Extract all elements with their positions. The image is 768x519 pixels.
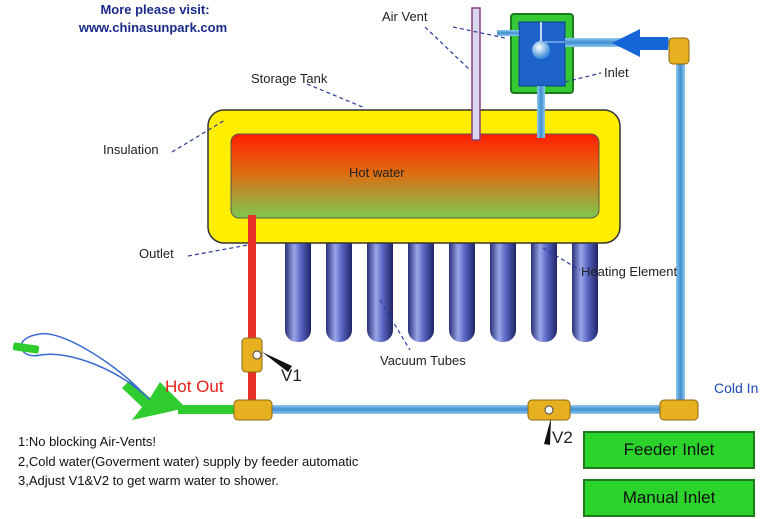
hot-out-pipe xyxy=(178,405,248,414)
v2-handle-icon xyxy=(544,418,551,445)
note-2: 2,Cold water(Goverment water) supply by … xyxy=(18,454,359,469)
manual-inlet-button[interactable]: Manual Inlet xyxy=(583,479,755,517)
label-vacuum-tubes: Vacuum Tubes xyxy=(380,353,466,368)
hot-water-inner-tank xyxy=(230,133,600,219)
feeder-inlet-button[interactable]: Feeder Inlet xyxy=(583,431,755,469)
float-valve xyxy=(532,41,550,59)
note-3: 3,Adjust V1&V2 to get warm water to show… xyxy=(18,473,279,488)
label-hot-water: Hot water xyxy=(349,165,405,180)
elbow-fitting xyxy=(668,37,690,65)
cold-pipe-vertical xyxy=(676,44,685,410)
v1-valve xyxy=(241,337,263,373)
label-hot-out: Hot Out xyxy=(165,377,224,396)
hot-outlet-pipe xyxy=(248,215,256,410)
label-heating-element: Heating Element xyxy=(581,264,678,279)
feeder-to-tank-pipe xyxy=(537,86,545,138)
leader-lines xyxy=(171,26,602,351)
visit-line-1: More please visit: xyxy=(100,2,210,17)
label-outlet: Outlet xyxy=(139,246,174,261)
label-v1: V1 xyxy=(281,366,302,385)
cold-inflow-arrow-icon xyxy=(612,29,668,57)
v1-handle-icon xyxy=(262,352,292,372)
air-vent-pipe xyxy=(471,7,481,141)
tee-fitting-left xyxy=(233,399,273,421)
visit-link[interactable]: www.chinasunpark.com xyxy=(78,20,228,35)
label-insulation: Insulation xyxy=(103,142,159,157)
tee-fitting-right xyxy=(659,399,699,421)
label-v2: V2 xyxy=(552,428,573,447)
label-air-vent: Air Vent xyxy=(382,9,428,24)
bottom-pipe xyxy=(250,405,680,414)
label-storage-tank: Storage Tank xyxy=(251,71,328,86)
note-1: 1:No blocking Air-Vents! xyxy=(18,434,157,449)
shower-head-icon xyxy=(12,342,40,354)
label-cold-in: Cold In xyxy=(714,380,759,396)
label-inlet: Inlet xyxy=(604,65,629,80)
